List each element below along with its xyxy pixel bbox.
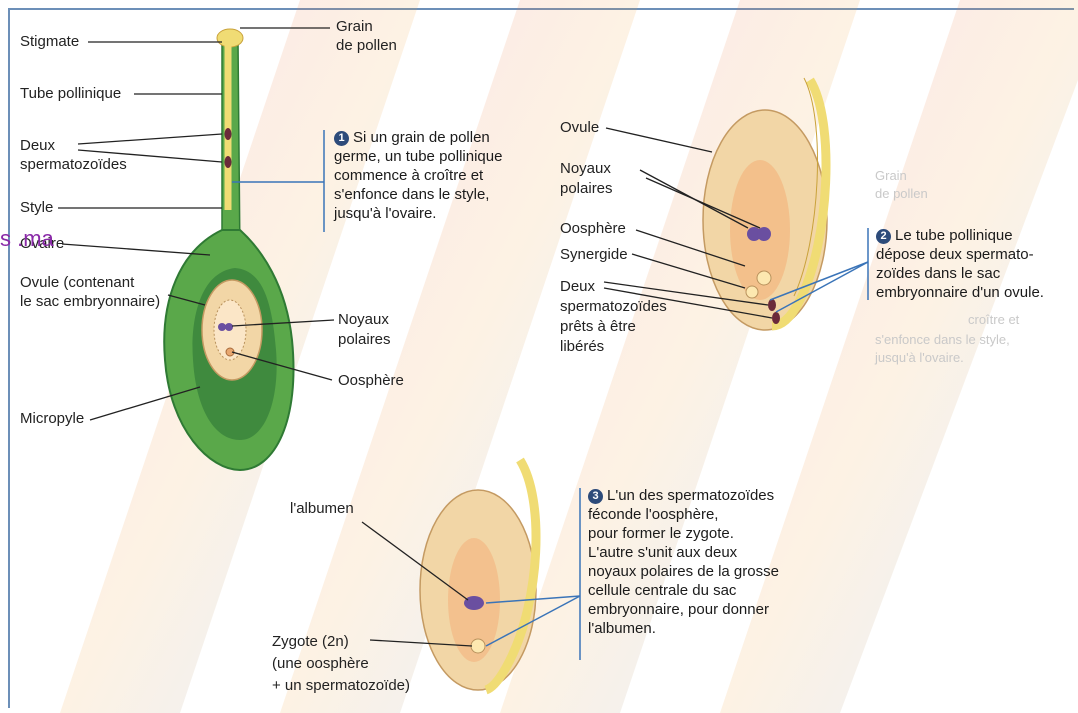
ghost-text-3: croître et — [968, 312, 1019, 328]
ghost-text-1: Grain — [875, 168, 907, 184]
label-oosphere-1: Oosphère — [338, 372, 404, 390]
step-3-line-5: noyaux polaires de la grosse — [588, 563, 779, 580]
label-ovule-contenant: Ovule (contenant — [20, 274, 134, 292]
label-noyaux-polaires-2: Noyaux — [560, 160, 611, 178]
label-deux-sperm: Deux — [20, 137, 55, 155]
label-synergide: Synergide — [560, 246, 628, 264]
step-3-line-3: pour former le zygote. — [588, 525, 734, 542]
label-deux-sperm-liberes-2: spermatozoïdes — [560, 298, 667, 316]
label-deux-sperm-liberes-4: libérés — [560, 338, 604, 356]
step-1: 1 Si un grain de pollen germe, un tube po… — [334, 128, 564, 223]
ghost-text-4: s'enfonce dans le style, — [875, 332, 1010, 348]
step-1-line-4: s'enfonce dans le style, — [334, 186, 489, 203]
label-deux-sperm-2: spermatozoïdes — [20, 156, 127, 174]
label-zygote: Zygote (2n) — [272, 633, 349, 651]
label-micropyle: Micropyle — [20, 410, 84, 428]
step-3-line-7: embryonnaire, pour donner — [588, 601, 769, 618]
step-3-line-1: L'un des spermatozoïdes — [607, 487, 774, 504]
label-albumen: l'albumen — [290, 500, 354, 518]
step-2-badge: 2 — [876, 229, 891, 244]
step-3-line-6: cellule centrale du sac — [588, 582, 736, 599]
label-grain-pollen-2: de pollen — [336, 37, 397, 55]
label-noyaux-polaires-2b: polaires — [560, 180, 613, 198]
step-2-line-3: zoïdes dans le sac — [876, 265, 1000, 282]
albumen-nucleus — [464, 596, 484, 610]
step-3: 3 L'un des spermatozoïdes féconde l'oosph… — [588, 486, 828, 638]
label-grain-pollen: Grain — [336, 18, 373, 36]
step-3-line-2: féconde l'oosphère, — [588, 506, 718, 523]
watermark-text: s .ma — [0, 226, 54, 252]
label-stigmate: Stigmate — [20, 33, 79, 51]
step-3-badge: 3 — [588, 489, 603, 504]
step-1-badge: 1 — [334, 131, 349, 146]
label-ovule-2: Ovule — [560, 119, 599, 137]
ghost-text-2: de pollen — [875, 186, 928, 202]
step-1-line-5: jusqu'à l'ovaire. — [334, 205, 436, 222]
label-noyaux-polaires-1b: polaires — [338, 331, 391, 349]
step-2-line-4: embryonnaire d'un ovule. — [876, 284, 1044, 301]
step-2-line-1: Le tube pollinique — [895, 227, 1013, 244]
label-deux-sperm-liberes: Deux — [560, 278, 595, 296]
step-3-line-8: l'albumen. — [588, 620, 656, 637]
zygote-cell — [471, 639, 485, 653]
label-style: Style — [20, 199, 53, 217]
label-deux-sperm-liberes-3: prêts à être — [560, 318, 636, 336]
label-zygote-2: (une oosphère — [272, 655, 369, 673]
label-tube-pollinique: Tube pollinique — [20, 85, 121, 103]
step-2-line-2: dépose deux spermato- — [876, 246, 1034, 263]
step-1-line-3: commence à croître et — [334, 167, 483, 184]
label-ovule-contenant-2: le sac embryonnaire) — [20, 293, 160, 311]
ghost-text-5: jusqu'à l'ovaire. — [875, 350, 964, 366]
label-zygote-3: + un spermatozoïde) — [272, 677, 410, 695]
step-3-line-4: L'autre s'unit aux deux — [588, 544, 737, 561]
label-oosphere-2: Oosphère — [560, 220, 626, 238]
label-noyaux-polaires-1: Noyaux — [338, 311, 389, 329]
step-1-line-2: germe, un tube pollinique — [334, 148, 502, 165]
step-1-line-1: Si un grain de pollen — [353, 129, 490, 146]
step-2: 2 Le tube pollinique dépose deux spermato… — [876, 226, 1076, 302]
